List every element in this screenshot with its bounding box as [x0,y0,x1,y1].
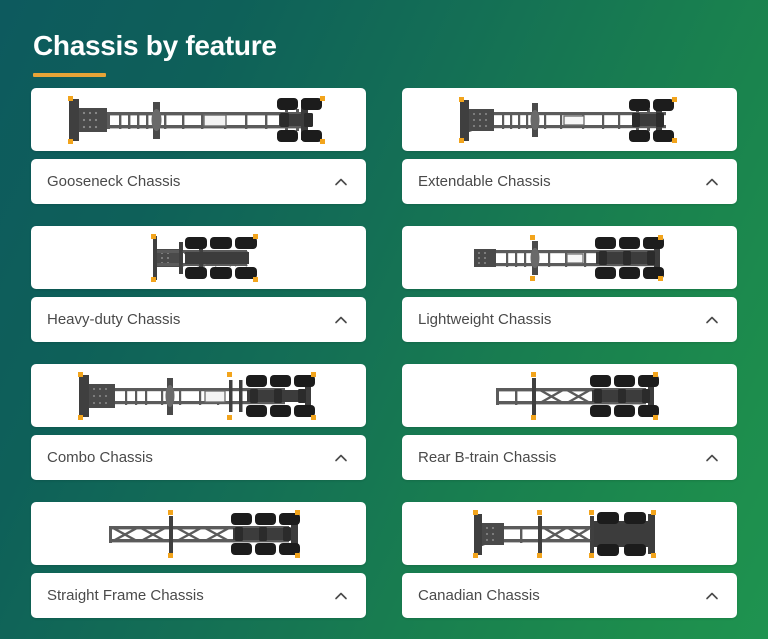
chassis-item: Gooseneck Chassis [31,88,366,218]
chassis-label-card[interactable]: Straight Frame Chassis [31,573,366,618]
rear-b-train-chassis-diagram [495,371,659,420]
chassis-image-card[interactable] [31,364,366,427]
chevron-up-icon[interactable] [703,311,721,329]
combo-chassis-diagram [77,371,316,420]
chassis-label: Rear B-train Chassis [418,449,557,466]
chassis-image-card[interactable] [31,88,366,151]
chassis-image-card[interactable] [31,502,366,565]
straight-frame-chassis-diagram [108,509,300,558]
chassis-item: Canadian Chassis [402,502,737,632]
chassis-image-card[interactable] [402,364,737,427]
lightweight-chassis-diagram [473,234,664,281]
gooseneck-chassis-diagram [67,95,325,144]
chassis-label-card[interactable]: Lightweight Chassis [402,297,737,342]
chevron-up-icon[interactable] [332,173,350,191]
chassis-item: Heavy-duty Chassis [31,226,366,356]
chassis-label: Lightweight Chassis [418,311,552,328]
chevron-up-icon[interactable] [703,449,721,467]
page-title: Chassis by feature [33,30,277,61]
heavy-duty-chassis-diagram [150,233,258,282]
title-accent-underline [33,73,106,77]
chassis-item: Rear B-train Chassis [402,364,737,494]
chassis-label-card[interactable]: Combo Chassis [31,435,366,480]
chassis-column-right: Extendable Chassis [402,88,737,639]
chevron-up-icon[interactable] [332,587,350,605]
chassis-label-card[interactable]: Heavy-duty Chassis [31,297,366,342]
chassis-image-card[interactable] [402,226,737,289]
chassis-label-card[interactable]: Gooseneck Chassis [31,159,366,204]
chassis-label: Extendable Chassis [418,173,551,190]
header: Chassis by feature [33,29,277,77]
chassis-column-left: Gooseneck Chassis [31,88,366,639]
chassis-label-card[interactable]: Rear B-train Chassis [402,435,737,480]
chevron-up-icon[interactable] [332,449,350,467]
extendable-chassis-diagram [458,96,677,143]
chassis-label: Canadian Chassis [418,587,540,604]
chassis-image-card[interactable] [402,502,737,565]
chassis-image-card[interactable] [402,88,737,151]
chassis-label: Gooseneck Chassis [47,173,181,190]
chassis-label: Heavy-duty Chassis [47,311,181,328]
chassis-item: Combo Chassis [31,364,366,494]
chevron-up-icon[interactable] [703,173,721,191]
chassis-image-card[interactable] [31,226,366,289]
chevron-up-icon[interactable] [332,311,350,329]
chassis-item: Straight Frame Chassis [31,502,366,632]
chassis-label-card[interactable]: Canadian Chassis [402,573,737,618]
chevron-up-icon[interactable] [703,587,721,605]
chassis-label: Combo Chassis [47,449,153,466]
chassis-image-item: Lightweight Chassis [402,226,737,356]
chassis-label: Straight Frame Chassis [47,587,204,604]
canadian-chassis-diagram [472,509,656,558]
chassis-label-card[interactable]: Extendable Chassis [402,159,737,204]
chassis-item: Extendable Chassis [402,88,737,218]
chassis-grid: Gooseneck Chassis [31,88,737,639]
